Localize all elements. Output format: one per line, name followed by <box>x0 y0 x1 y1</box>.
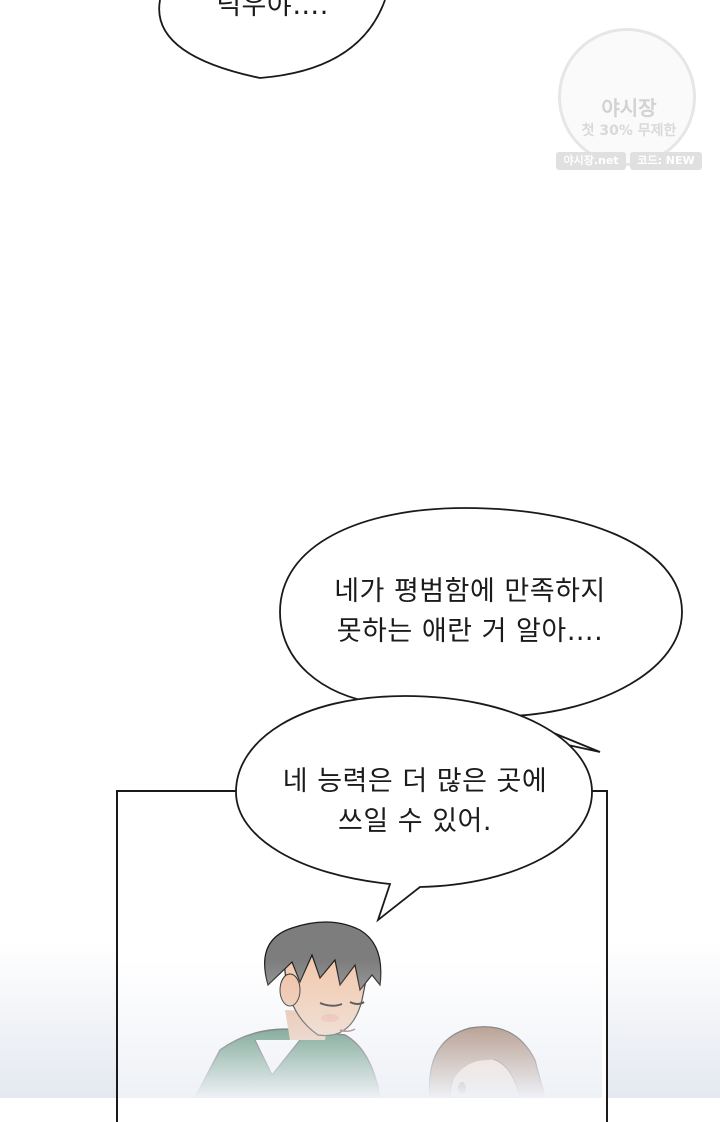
watermark-logo-icon <box>558 28 696 166</box>
speech-line: 네가 평범함에 만족하지 <box>334 576 606 607</box>
watermark-site: 야시장.net <box>556 152 626 170</box>
speech-bubble-lower-text: 네 능력은 더 많은 곳에 쓰일 수 있어. <box>240 762 590 842</box>
speech-line: 넉우야…. <box>216 0 329 21</box>
speech-bubble-lower <box>235 695 593 923</box>
watermark: 야시장 첫 30% 무제한 야시장.net 코드: NEW <box>556 28 702 174</box>
watermark-code: 코드: NEW <box>630 152 702 170</box>
speech-line: 못하는 애란 거 알아…. <box>336 616 604 647</box>
panel-fade <box>118 960 602 1098</box>
watermark-promo: 첫 30% 무제한 <box>581 123 677 139</box>
speech-line: 쓰일 수 있어. <box>338 806 492 837</box>
speech-bubble-shapes <box>158 0 683 923</box>
watermark-tags: 야시장.net 코드: NEW <box>556 152 702 172</box>
speech-bubble-top <box>158 0 386 79</box>
speech-line: 네 능력은 더 많은 곳에 <box>282 766 548 797</box>
speech-bubble-middle-text: 네가 평범함에 만족하지 못하는 애란 거 알아…. <box>290 572 650 652</box>
speech-bubble-top-text: 넉우야…. <box>160 0 385 26</box>
watermark-title: 야시장 <box>601 96 657 120</box>
